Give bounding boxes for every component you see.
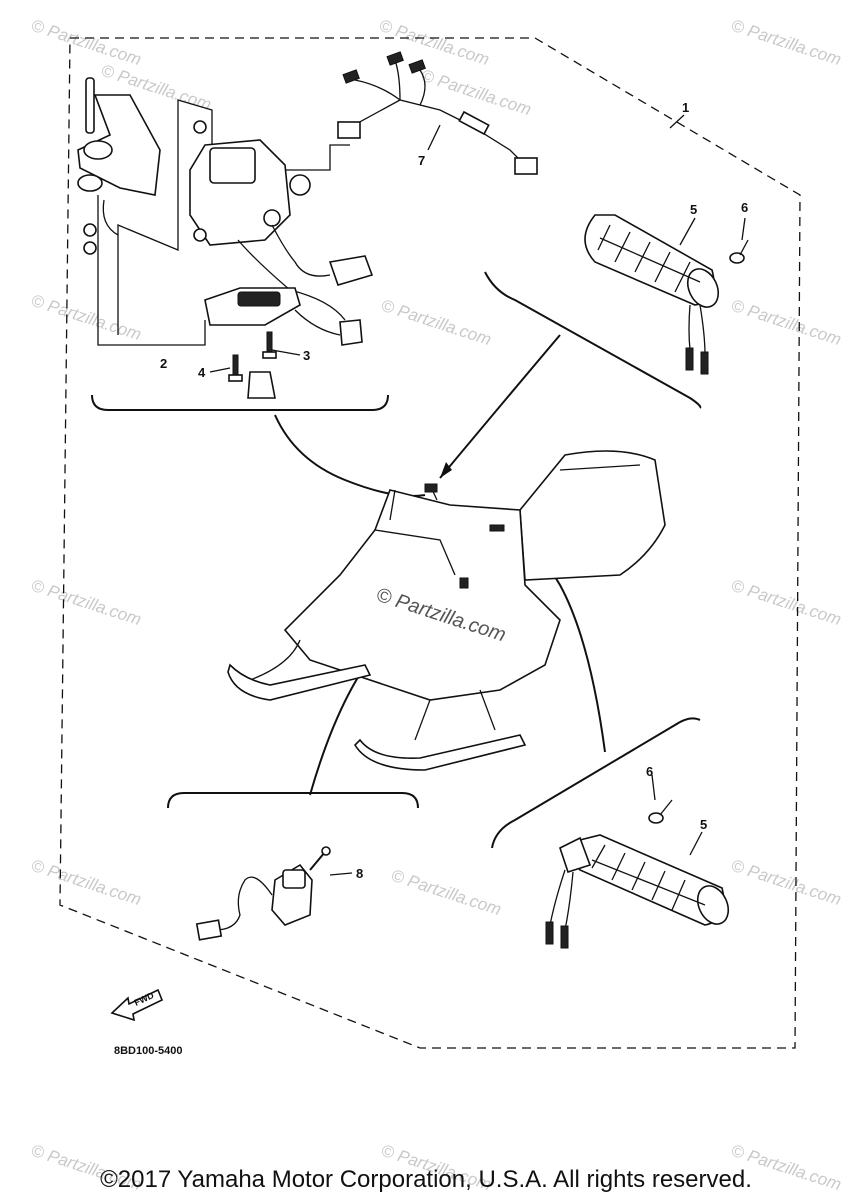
arrowhead bbox=[440, 462, 452, 478]
watermark: © Partzilla.com bbox=[419, 66, 534, 119]
watermark: © Partzilla.com bbox=[729, 576, 844, 629]
watermark: © Partzilla.com bbox=[29, 16, 144, 69]
grip-right bbox=[584, 214, 720, 375]
grommet bbox=[247, 371, 276, 399]
watermark: © Partzilla.com bbox=[29, 291, 144, 344]
callout-7: 7 bbox=[418, 153, 425, 168]
section-bracket-top-right bbox=[484, 271, 702, 409]
callout-2-bracket bbox=[97, 195, 206, 346]
heater-controller bbox=[204, 287, 363, 346]
watermark: © Partzilla.com bbox=[729, 856, 844, 909]
callout-leaders bbox=[209, 114, 746, 876]
part-code: 8BD100-5400 bbox=[114, 1045, 183, 1057]
kit-boundary bbox=[59, 37, 801, 1049]
leader-ecu-to-sled bbox=[274, 414, 426, 497]
leader-right-grip-to-sled bbox=[439, 334, 561, 479]
screw-6-top bbox=[729, 239, 749, 264]
watermark: © Partzilla.com bbox=[29, 856, 144, 909]
control-unit bbox=[189, 120, 374, 321]
section-bracket-bottom-left bbox=[167, 792, 419, 809]
switch bbox=[195, 846, 331, 941]
section-bracket-bottom-right bbox=[491, 717, 701, 849]
copyright: ©2017 Yamaha Motor Corporation, U.S.A. A… bbox=[100, 1166, 752, 1193]
snowmobile bbox=[227, 450, 666, 771]
watermark: © Partzilla.com bbox=[379, 296, 494, 349]
grip-left bbox=[545, 834, 730, 949]
callout-6-bottom: 6 bbox=[646, 764, 653, 779]
callout-2: 2 bbox=[160, 356, 167, 371]
callout-8: 8 bbox=[356, 866, 363, 881]
screw-3 bbox=[262, 331, 277, 359]
ecu-group-outline bbox=[117, 99, 350, 335]
watermark: © Partzilla.com bbox=[389, 866, 504, 919]
watermark: © Partzilla.com bbox=[729, 16, 844, 69]
mounting-bracket bbox=[77, 77, 161, 255]
callout-4: 4 bbox=[198, 365, 206, 380]
callout-6-top: 6 bbox=[741, 200, 748, 215]
callout-1: 1 bbox=[682, 100, 689, 115]
callout-3: 3 bbox=[303, 348, 310, 363]
callout-5-top: 5 bbox=[690, 202, 697, 217]
watermark: © Partzilla.com bbox=[29, 576, 144, 629]
callout-5-bottom: 5 bbox=[700, 817, 707, 832]
fwd-arrow-icon: FWD bbox=[110, 988, 164, 1022]
wire-harness bbox=[337, 51, 538, 175]
screw-6-bottom bbox=[648, 799, 673, 824]
screw-4 bbox=[228, 354, 243, 382]
section-bracket-top-left bbox=[91, 394, 389, 411]
watermark: © Partzilla.com bbox=[729, 296, 844, 349]
